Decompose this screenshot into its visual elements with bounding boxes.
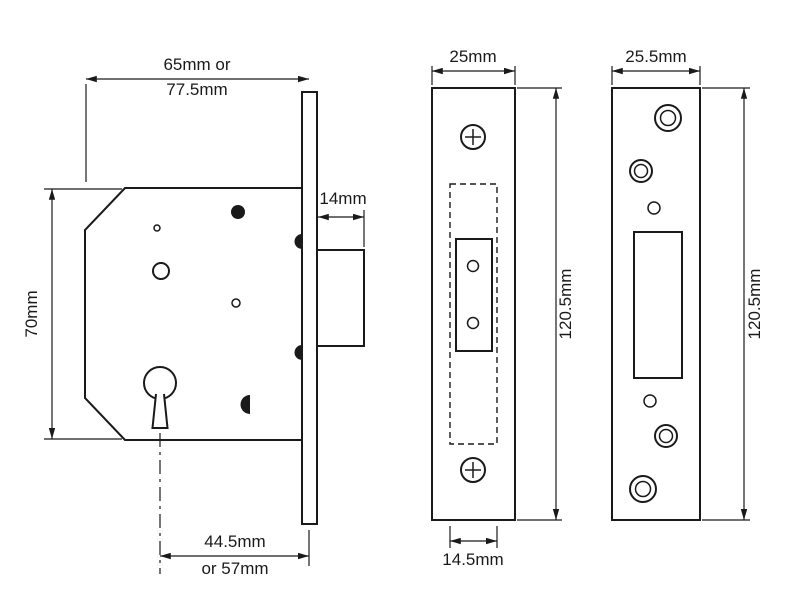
strike-bolt-cutout: [633, 231, 683, 379]
dim-label-faceplate-width: 25mm: [449, 47, 496, 66]
dim-label-body-width-line2: 77.5mm: [166, 80, 227, 99]
dimension-case-height: 70mm: [22, 188, 122, 440]
dimension-faceplate-width: 25mm: [431, 47, 516, 85]
dimension-bolt-throw: 14mm: [317, 189, 367, 247]
bolt-roller-top: [466, 259, 480, 273]
strike-hole-lower: [654, 424, 678, 448]
dimension-strike-width: 25.5mm: [611, 47, 701, 85]
faceplate-edge: [301, 91, 318, 525]
dim-label-strike-width: 25.5mm: [625, 47, 686, 66]
lever-detail-filled: [240, 395, 250, 414]
dim-label-backset-line2: or 57mm: [201, 559, 268, 578]
screw-bottom: [460, 457, 486, 483]
dim-label-strike-height: 120.5mm: [745, 269, 764, 340]
strike-pilot-hole-lower: [643, 394, 657, 408]
lock-body-side-view: 65mm or 77.5mm 70mm 14mm 44.5mm or 57mm: [22, 55, 367, 578]
bolt-face: [455, 238, 493, 352]
fixing-lug-top: [294, 234, 302, 249]
hidden-case-dashed: [449, 183, 498, 445]
dim-label-backset-line1: 44.5mm: [204, 532, 265, 551]
dim-label-body-height: 70mm: [22, 290, 41, 337]
fixing-lug-bottom: [294, 345, 302, 360]
faceplate-outline: [431, 87, 516, 521]
dim-label-faceplate-height: 120.5mm: [556, 269, 575, 340]
keyhole: [143, 366, 177, 429]
lock-case-outline: [84, 187, 302, 441]
strike-plate-view: 25.5mm 120.5mm: [611, 47, 764, 521]
faceplate-front-view: 25mm 120.5mm 14.5mm: [431, 47, 575, 569]
pivot-hole-large: [152, 262, 170, 280]
stump-filled: [231, 205, 245, 219]
dimension-bolt-width: 14.5mm: [442, 526, 504, 569]
strike-hole-bottom: [629, 475, 657, 503]
strike-plate-outline: [611, 87, 701, 521]
dim-label-bolt-width: 14.5mm: [442, 550, 503, 569]
deadbolt-side: [316, 249, 365, 347]
bolt-roller-bottom: [466, 316, 480, 330]
dimension-case-width: 65mm or 77.5mm: [85, 55, 309, 182]
screw-top: [460, 124, 486, 150]
dimension-strike-height: 120.5mm: [702, 87, 764, 521]
dim-label-body-width-line1: 65mm or: [163, 55, 230, 74]
dimension-faceplate-height: 120.5mm: [517, 87, 575, 521]
dim-label-bolt-throw: 14mm: [319, 189, 366, 208]
strike-pilot-hole-upper: [647, 201, 661, 215]
dimension-backset: 44.5mm or 57mm: [159, 530, 310, 578]
pivot-hole-mid: [231, 298, 241, 308]
strike-hole-upper: [629, 159, 653, 183]
pivot-hole-small: [153, 224, 161, 232]
strike-hole-top: [654, 104, 682, 132]
